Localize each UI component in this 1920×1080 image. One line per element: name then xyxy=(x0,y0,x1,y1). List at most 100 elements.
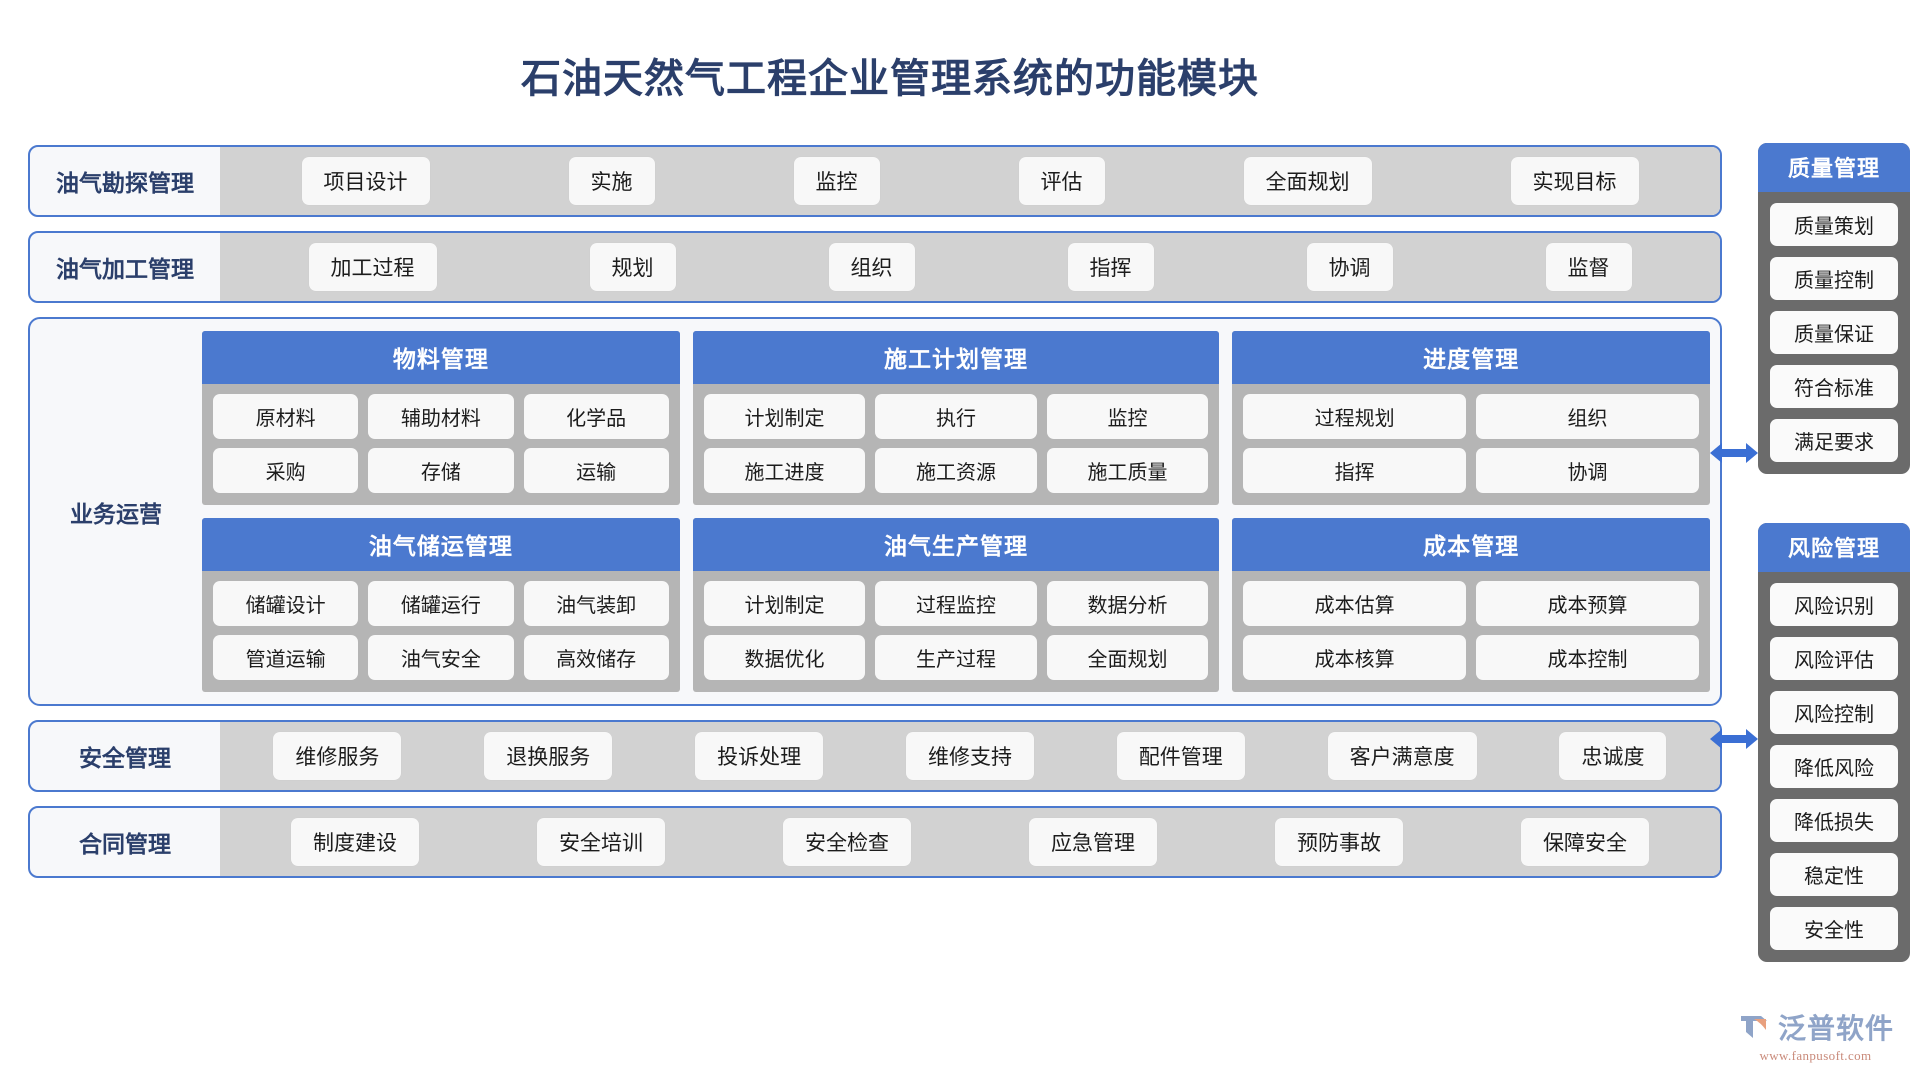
chip[interactable]: 实现目标 xyxy=(1510,157,1639,205)
module-chip[interactable]: 施工资源 xyxy=(875,448,1037,493)
chip[interactable]: 安全检查 xyxy=(783,818,911,866)
module-chip[interactable]: 辅助材料 xyxy=(368,394,514,439)
module-chip[interactable]: 成本预算 xyxy=(1476,581,1699,626)
module-body: 计划制定 过程监控 数据分析 数据优化 生产过程 全面规划 xyxy=(693,571,1219,692)
row-label-exploration: 油气勘探管理 xyxy=(56,170,194,196)
module-chip[interactable]: 管道运输 xyxy=(213,635,359,680)
chip[interactable]: 忠诚度 xyxy=(1559,732,1667,780)
module-row: 采购 存储 运输 xyxy=(213,448,669,493)
module-chip[interactable]: 数据分析 xyxy=(1046,581,1209,626)
module-body: 储罐设计 储罐运行 油气装卸 管道运输 油气安全 高效储存 xyxy=(202,571,680,692)
chip[interactable]: 安全培训 xyxy=(537,818,665,866)
row-card-safety: 安全管理 维修服务 退换服务 投诉处理 维修支持 配件管理 客户满意度 忠诚度 xyxy=(28,720,1722,792)
module-title: 物料管理 xyxy=(202,331,680,384)
module-chip[interactable]: 储罐设计 xyxy=(213,581,359,626)
chip[interactable]: 组织 xyxy=(828,243,915,291)
module-chip[interactable]: 成本估算 xyxy=(1243,581,1467,626)
sidebar-chip[interactable]: 安全性 xyxy=(1770,907,1898,950)
chip[interactable]: 保障安全 xyxy=(1521,818,1649,866)
module-title: 施工计划管理 xyxy=(692,331,1220,384)
row-label-safety: 安全管理 xyxy=(79,745,171,771)
module-title: 进度管理 xyxy=(1232,331,1710,384)
module-row: 成本估算 成本预算 xyxy=(1243,581,1699,626)
module-chip[interactable]: 协调 xyxy=(1476,448,1699,493)
module-chip[interactable]: 原材料 xyxy=(213,394,359,439)
sidebar-chip[interactable]: 质量控制 xyxy=(1770,257,1898,300)
module-row: 数据优化 生产过程 全面规划 xyxy=(703,635,1209,680)
operations-label: 业务运营 xyxy=(70,500,162,527)
module-chip[interactable]: 储罐运行 xyxy=(368,581,514,626)
module-chip[interactable]: 油气安全 xyxy=(368,635,514,680)
module-chip[interactable]: 施工进度 xyxy=(703,448,866,493)
operations-grid: 物料管理 原材料 辅助材料 化学品 采购 存储 运输 xyxy=(202,331,1710,692)
row-strip-safety: 维修服务 退换服务 投诉处理 维修支持 配件管理 客户满意度 忠诚度 xyxy=(220,722,1720,790)
chip[interactable]: 规划 xyxy=(589,243,676,291)
sidebar-chip[interactable]: 质量保证 xyxy=(1770,311,1898,354)
sidebar-chip[interactable]: 质量策划 xyxy=(1770,203,1898,246)
module-body: 原材料 辅助材料 化学品 采购 存储 运输 xyxy=(202,384,680,505)
module-chip[interactable]: 指挥 xyxy=(1243,448,1467,493)
module-cost: 成本管理 成本估算 成本预算 成本核算 成本控制 xyxy=(1232,518,1710,692)
chip[interactable]: 监督 xyxy=(1545,243,1632,291)
chip[interactable]: 维修支持 xyxy=(905,732,1034,780)
sidebar-chip[interactable]: 风险识别 xyxy=(1770,583,1898,626)
row-strip-processing: 加工过程 规划 组织 指挥 协调 监督 xyxy=(220,233,1720,301)
chip[interactable]: 加工过程 xyxy=(308,243,437,291)
page-title: 石油天然气工程企业管理系统的功能模块 xyxy=(521,57,1259,101)
row-card-processing: 油气加工管理 加工过程 规划 组织 指挥 协调 监督 xyxy=(28,231,1722,303)
chip[interactable]: 客户满意度 xyxy=(1327,732,1477,780)
chip[interactable]: 配件管理 xyxy=(1116,732,1245,780)
module-chip[interactable]: 采购 xyxy=(213,448,359,493)
chip[interactable]: 指挥 xyxy=(1067,243,1154,291)
module-chip[interactable]: 化学品 xyxy=(523,394,669,439)
fanpu-logo-icon xyxy=(1737,1010,1771,1044)
sidebar-chip[interactable]: 风险控制 xyxy=(1770,691,1898,734)
sidebar-risk: 风险管理 风险识别 风险评估 风险控制 降低风险 降低损失 稳定性 安全性 xyxy=(1758,523,1910,962)
module-chip[interactable]: 油气装卸 xyxy=(523,581,669,626)
module-title: 油气储运管理 xyxy=(202,518,680,571)
module-chip[interactable]: 存储 xyxy=(368,448,514,493)
module-chip[interactable]: 计划制定 xyxy=(703,394,866,439)
chip[interactable]: 监控 xyxy=(793,157,880,205)
module-chip[interactable]: 过程规划 xyxy=(1243,394,1467,439)
chip[interactable]: 项目设计 xyxy=(301,157,430,205)
module-chip[interactable]: 执行 xyxy=(875,394,1037,439)
module-body: 成本估算 成本预算 成本核算 成本控制 xyxy=(1232,571,1710,692)
module-chip[interactable]: 过程监控 xyxy=(875,581,1037,626)
chip[interactable]: 维修服务 xyxy=(273,732,402,780)
module-row: 过程规划 组织 xyxy=(1243,394,1699,439)
module-chip[interactable]: 数据优化 xyxy=(703,635,866,680)
module-chip[interactable]: 生产过程 xyxy=(875,635,1037,680)
sidebar-chip[interactable]: 稳定性 xyxy=(1770,853,1898,896)
chip[interactable]: 制度建设 xyxy=(291,818,419,866)
sidebar-chip[interactable]: 满足要求 xyxy=(1770,419,1898,462)
chip[interactable]: 预防事故 xyxy=(1275,818,1403,866)
module-body: 计划制定 执行 监控 施工进度 施工资源 施工质量 xyxy=(693,384,1219,505)
chip[interactable]: 评估 xyxy=(1018,157,1105,205)
module-row: 施工进度 施工资源 施工质量 xyxy=(703,448,1209,493)
sidebar-chip[interactable]: 风险评估 xyxy=(1770,637,1898,680)
module-chip[interactable]: 高效储存 xyxy=(523,635,669,680)
chip[interactable]: 实施 xyxy=(568,157,655,205)
module-chip[interactable]: 组织 xyxy=(1476,394,1699,439)
chip[interactable]: 协调 xyxy=(1306,243,1393,291)
sidebar-chip[interactable]: 降低风险 xyxy=(1770,745,1898,788)
module-chip[interactable]: 运输 xyxy=(523,448,669,493)
module-chip[interactable]: 成本核算 xyxy=(1243,635,1467,680)
module-chip[interactable]: 施工质量 xyxy=(1046,448,1209,493)
module-chip[interactable]: 计划制定 xyxy=(703,581,866,626)
module-row: 成本核算 成本控制 xyxy=(1243,635,1699,680)
chip[interactable]: 全面规划 xyxy=(1243,157,1372,205)
chip[interactable]: 应急管理 xyxy=(1029,818,1157,866)
module-material: 物料管理 原材料 辅助材料 化学品 采购 存储 运输 xyxy=(202,331,680,505)
module-chip[interactable]: 全面规划 xyxy=(1046,635,1209,680)
chip[interactable]: 投诉处理 xyxy=(695,732,824,780)
module-chip[interactable]: 成本控制 xyxy=(1476,635,1699,680)
module-body: 过程规划 组织 指挥 协调 xyxy=(1232,384,1710,505)
chip[interactable]: 退换服务 xyxy=(484,732,613,780)
sidebar-chip[interactable]: 降低损失 xyxy=(1770,799,1898,842)
module-row: 计划制定 过程监控 数据分析 xyxy=(703,581,1209,626)
logo-row: 泛普软件 xyxy=(1737,1007,1894,1047)
module-chip[interactable]: 监控 xyxy=(1046,394,1209,439)
sidebar-chip[interactable]: 符合标准 xyxy=(1770,365,1898,408)
